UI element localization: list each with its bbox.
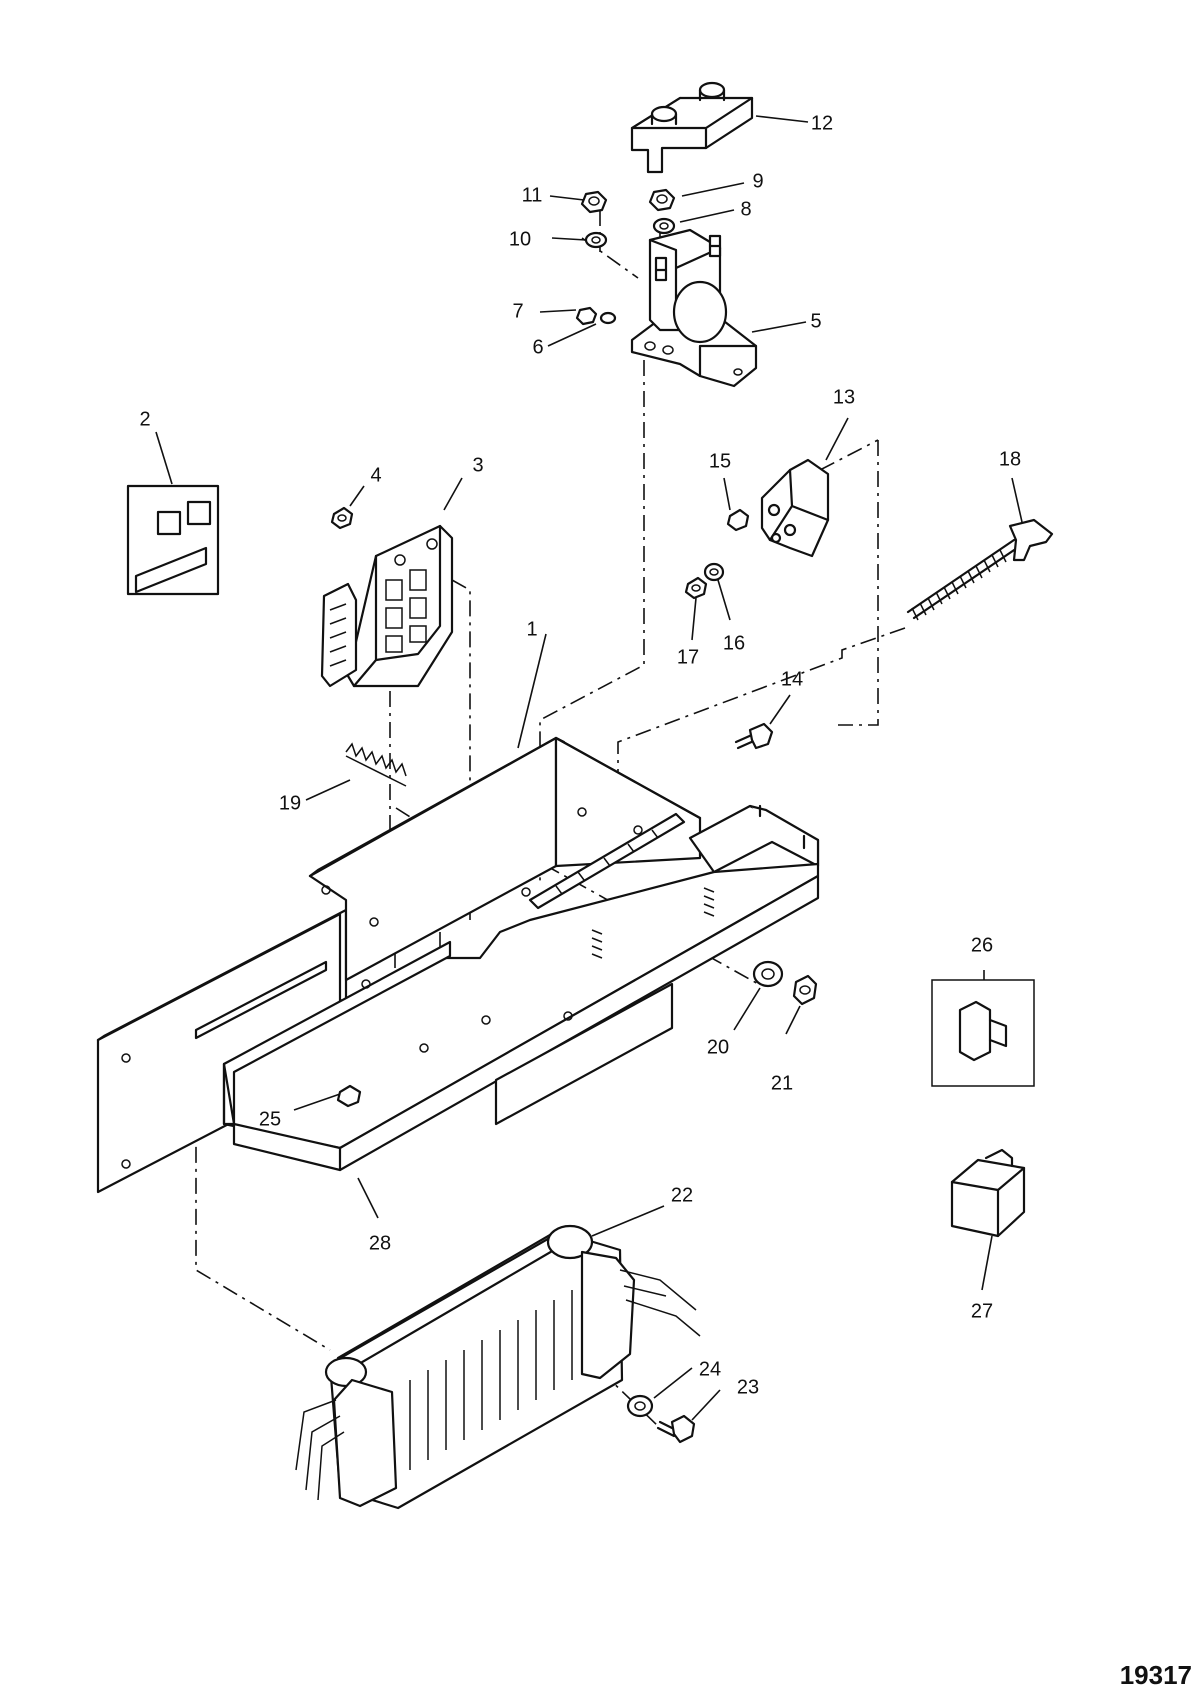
callout-labels: 1 2 3 4 5 6 7 8 9 10 11 12 13 14 15 16 1…: [139, 112, 1021, 1398]
hardware-16-17: [684, 562, 725, 600]
callout-8: 8: [740, 198, 751, 220]
nut-11: [580, 190, 608, 214]
callout-23: 23: [737, 1376, 759, 1398]
part-22-regulator: [295, 1224, 701, 1510]
callout-20: 20: [707, 1036, 729, 1058]
callout-2: 2: [139, 408, 150, 430]
nut-21: [792, 974, 818, 1006]
callout-14: 14: [781, 668, 803, 690]
part-3-module: [320, 506, 454, 688]
part-26-fuse: [931, 979, 1035, 1087]
callout-22: 22: [671, 1184, 693, 1206]
part-19-spring: [345, 742, 407, 787]
part-14-bolt: [734, 722, 774, 750]
callout-6: 6: [532, 336, 543, 358]
callout-4: 4: [370, 464, 381, 486]
callout-18: 18: [999, 448, 1021, 470]
callout-10: 10: [509, 228, 531, 250]
washer-16: [703, 562, 725, 582]
callout-21: 21: [771, 1072, 793, 1094]
callout-17: 17: [677, 646, 699, 668]
part-13-relay: [726, 458, 830, 558]
washer-8: [652, 217, 676, 235]
callout-15: 15: [709, 450, 731, 472]
callout-3: 3: [472, 454, 483, 476]
part-12-bracket: [630, 81, 754, 174]
washer-20: [752, 960, 784, 988]
part-18-bolt: [906, 518, 1054, 621]
callout-13: 13: [833, 386, 855, 408]
callout-1: 1: [526, 618, 537, 640]
part-27-relay: [950, 1148, 1026, 1238]
leader-lines: [155, 115, 1023, 1421]
washer-10: [584, 231, 608, 249]
hardware-20-21: [752, 960, 818, 1006]
washer-24: [626, 1394, 654, 1418]
callout-9: 9: [752, 170, 763, 192]
nut-17: [684, 576, 708, 600]
callout-11: 11: [522, 184, 543, 206]
nut-7: [575, 306, 598, 326]
part-1-tray: [96, 736, 820, 1194]
washer-6: [599, 311, 617, 325]
callout-16: 16: [723, 632, 745, 654]
part-5-solenoid: [630, 228, 758, 388]
callout-5: 5: [810, 310, 821, 332]
nut-4: [330, 506, 354, 530]
callout-7: 7: [512, 300, 523, 322]
nut-25: [336, 1084, 362, 1108]
callout-12: 12: [811, 112, 833, 134]
callout-26: 26: [971, 934, 993, 956]
hardware-6-11: [575, 188, 676, 326]
callout-28: 28: [369, 1232, 391, 1254]
callout-25: 25: [259, 1108, 281, 1130]
part-2-decal: [126, 484, 220, 596]
nut-9: [648, 188, 676, 212]
figure-id: 19317: [1120, 1660, 1192, 1690]
nut-15: [726, 508, 750, 532]
callout-19: 19: [279, 792, 301, 814]
callout-24: 24: [699, 1358, 721, 1380]
callout-27: 27: [971, 1300, 993, 1322]
